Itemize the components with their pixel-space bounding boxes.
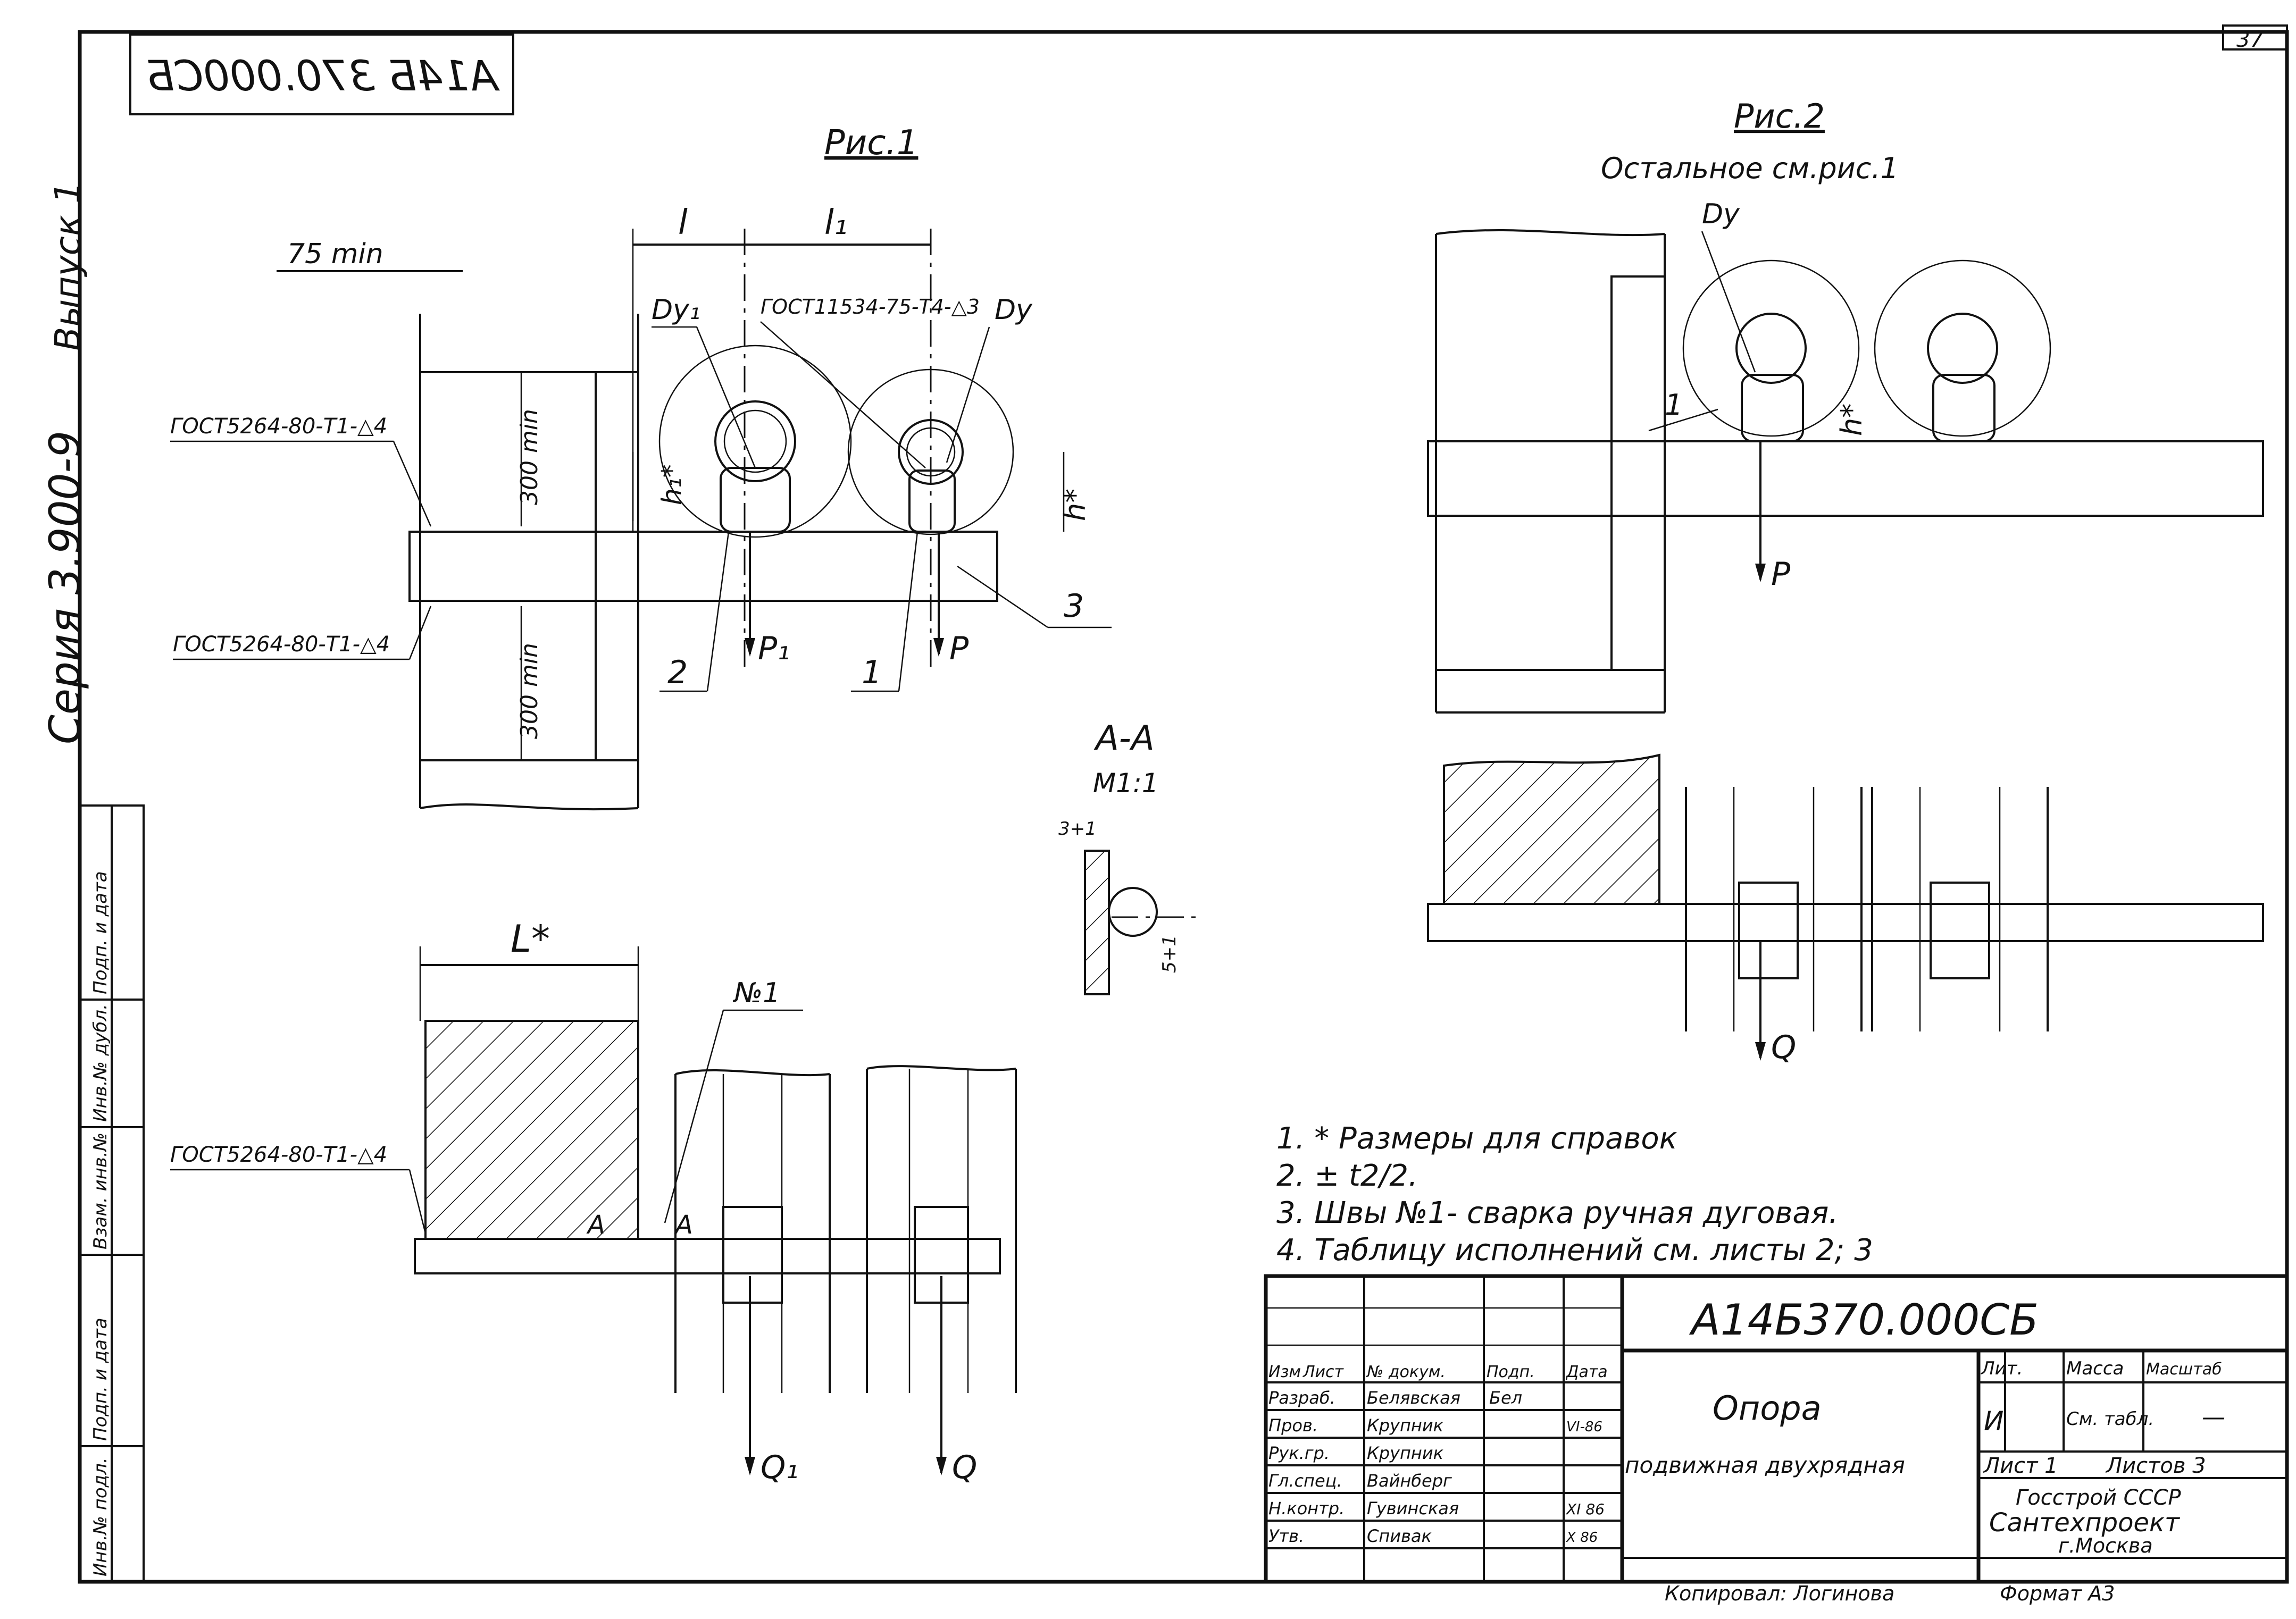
- fig2-title: Рис.2: [1734, 97, 1825, 136]
- strip-podp-data-2: Подп. и дата: [90, 871, 111, 994]
- tb-org-3: г.Москва: [2058, 1534, 2153, 1557]
- notes: 1. * Размеры для справок 2. ± t2/2. 3. Ш…: [1276, 1121, 1873, 1268]
- tb-mass-label: Масса: [2066, 1358, 2124, 1379]
- fig1-p1: P₁: [758, 630, 790, 667]
- fig1-dim-300-bottom: 300 min: [516, 643, 543, 739]
- tb-who-1: Крупник: [1367, 1415, 1444, 1436]
- series-label: Серия 3.900-9: [40, 431, 90, 744]
- tb-code: А14Б370.000СБ: [1689, 1295, 2039, 1345]
- left-strip: Инв.№ подл. Подп. и дата Взам. инв.№ Инв…: [79, 804, 145, 1583]
- series-label-group: Серия 3.900-9 Выпуск 1: [40, 181, 90, 744]
- fig1-gost-top: ГОСТ5264-80-Т1-△4: [170, 414, 387, 439]
- tb-header-podp: Подп.: [1487, 1363, 1535, 1381]
- tb-org-1: Госстрой СССР: [2016, 1486, 2181, 1510]
- fig1-p: P: [949, 630, 969, 667]
- sheet-frame: 37: [78, 24, 2289, 1584]
- tb-role-5: Утв.: [1268, 1526, 1304, 1546]
- title-block: А14Б370.000СБ Опора подвижная двухрядная…: [1264, 1274, 2289, 1605]
- tb-scale-label: Масштаб: [2146, 1360, 2222, 1379]
- tb-who-4: Гувинская: [1367, 1498, 1459, 1519]
- fig1-h1: h₁*: [656, 464, 687, 505]
- fig1-gost-11534: ГОСТ11534-75-Т4-△3: [761, 295, 980, 318]
- fig1-dim-75: 75 min: [287, 238, 383, 270]
- fig1-gost-bottom: ГОСТ5264-80-Т1-△4: [173, 632, 390, 657]
- fig1-dim-l: l: [678, 203, 688, 242]
- tb-who-2: Крупник: [1367, 1443, 1444, 1463]
- sheet-number: 37: [2236, 28, 2264, 52]
- tb-scale-value: —: [2202, 1404, 2225, 1431]
- tb-org-2: Сантехпроект: [1989, 1508, 2181, 1538]
- fig1-plan-weld-no: №1: [732, 977, 780, 1009]
- fig1-callout-1: 1: [862, 654, 882, 691]
- tb-date-4: XI 86: [1565, 1500, 1605, 1518]
- mirrored-stamp: А14Б 370.000СБ: [129, 33, 514, 115]
- fig1-callout-2: 2: [667, 654, 688, 691]
- note-1: 1. * Размеры для справок: [1276, 1121, 1677, 1156]
- tb-role-2: Рук.гр.: [1268, 1443, 1330, 1463]
- fig1-plan-q1: Q₁: [761, 1449, 798, 1486]
- tb-copied: Копировал: Логинова: [1665, 1582, 1894, 1605]
- fig1-dy1: Dy₁: [652, 294, 700, 326]
- tb-lit-value: И: [1984, 1406, 2003, 1437]
- tb-format: Формат А3: [2000, 1582, 2115, 1605]
- tb-date-1: VI-86: [1566, 1419, 1602, 1435]
- fig2-p: P: [1771, 556, 1791, 593]
- tb-who-0: Белявская: [1367, 1388, 1460, 1408]
- fig2-dy: Dy: [1702, 198, 1740, 230]
- tb-role-1: Пров.: [1268, 1415, 1318, 1436]
- section-aa: А-А М1:1 3+1 5+1: [1058, 719, 1202, 995]
- stamp-code: А14Б 370.000СБ: [146, 53, 500, 100]
- fig2-callout-1: 1: [1665, 388, 1683, 422]
- tb-sheets-label: Листов 3: [2105, 1454, 2206, 1478]
- tb-sheet-label: Лист 1: [1983, 1454, 2058, 1478]
- fig1-dim-300-top: 300 min: [516, 409, 543, 505]
- strip-vzam-inv: Взам. инв.№: [90, 1133, 111, 1249]
- section-aa-dim-3: 3+1: [1058, 818, 1097, 840]
- tb-role-0: Разраб.: [1268, 1388, 1335, 1408]
- tb-name-sub: подвижная двухрядная: [1625, 1452, 1905, 1478]
- fig1-plan-section-right: А: [674, 1210, 693, 1240]
- fig1-plan-section-left: А: [586, 1210, 605, 1240]
- section-aa-dim-5: 5+1: [1159, 935, 1180, 973]
- fig1-title: Рис.1: [824, 123, 918, 163]
- tb-who-5: Спивак: [1367, 1526, 1432, 1546]
- fig1-elevation: Рис.1 75 min 300 min 300 min ГОСТ5264-80…: [170, 123, 1112, 811]
- fig2: Рис.2 Остальное см.рис.1 Dy h* 1 P Q: [1427, 97, 2264, 1066]
- tb-lit-label: Лит.: [1980, 1358, 2023, 1379]
- tb-date-5: X 86: [1565, 1530, 1598, 1546]
- fig1-h: h*: [1058, 489, 1092, 521]
- fig1-plan-q: Q: [952, 1449, 977, 1486]
- tb-sign-0: Бел: [1489, 1388, 1522, 1408]
- strip-inv-dubl: Инв.№ дубл.: [90, 1004, 111, 1122]
- fig1-callout-3: 3: [1064, 588, 1084, 625]
- tb-role-3: Гл.спец.: [1268, 1471, 1342, 1491]
- note-3: 3. Швы №1- сварка ручная дуговая.: [1276, 1196, 1838, 1230]
- note-2: 2. ± t2/2.: [1276, 1159, 1418, 1193]
- issue-label: Выпуск 1: [47, 181, 88, 351]
- fig2-q: Q: [1771, 1029, 1796, 1066]
- tb-mass-value: См. табл.: [2066, 1408, 2154, 1430]
- tb-header-list: Лист: [1303, 1363, 1345, 1381]
- tb-who-3: Вайнберг: [1367, 1471, 1452, 1491]
- tb-header-date: Дата: [1565, 1363, 1608, 1381]
- tb-header-izm: Изм: [1268, 1363, 1301, 1381]
- fig1-plan: L* №1 ГОСТ5264-80-Т1-△4 А А Q₁ Q: [170, 917, 1017, 1486]
- note-4: 4. Таблицу исполнений см. листы 2; 3: [1276, 1233, 1873, 1268]
- tb-header-doc: № докум.: [1366, 1363, 1446, 1381]
- fig2-subtitle: Остальное см.рис.1: [1601, 152, 1899, 185]
- section-aa-title: А-А: [1093, 719, 1155, 758]
- tb-role-4: Н.контр.: [1268, 1498, 1345, 1519]
- fig1-plan-gost: ГОСТ5264-80-Т1-△4: [170, 1143, 387, 1167]
- fig1-plan-dim-L: L*: [511, 917, 550, 961]
- fig1-dy: Dy: [995, 294, 1033, 326]
- strip-podp-data-1: Подп. и дата: [90, 1318, 111, 1441]
- section-aa-scale: М1:1: [1093, 768, 1159, 799]
- strip-inv-podl: Инв.№ подл.: [90, 1457, 111, 1576]
- fig2-h: h*: [1835, 404, 1868, 436]
- fig1-dim-l1: l₁: [824, 203, 847, 242]
- tb-name: Опора: [1713, 1389, 1822, 1428]
